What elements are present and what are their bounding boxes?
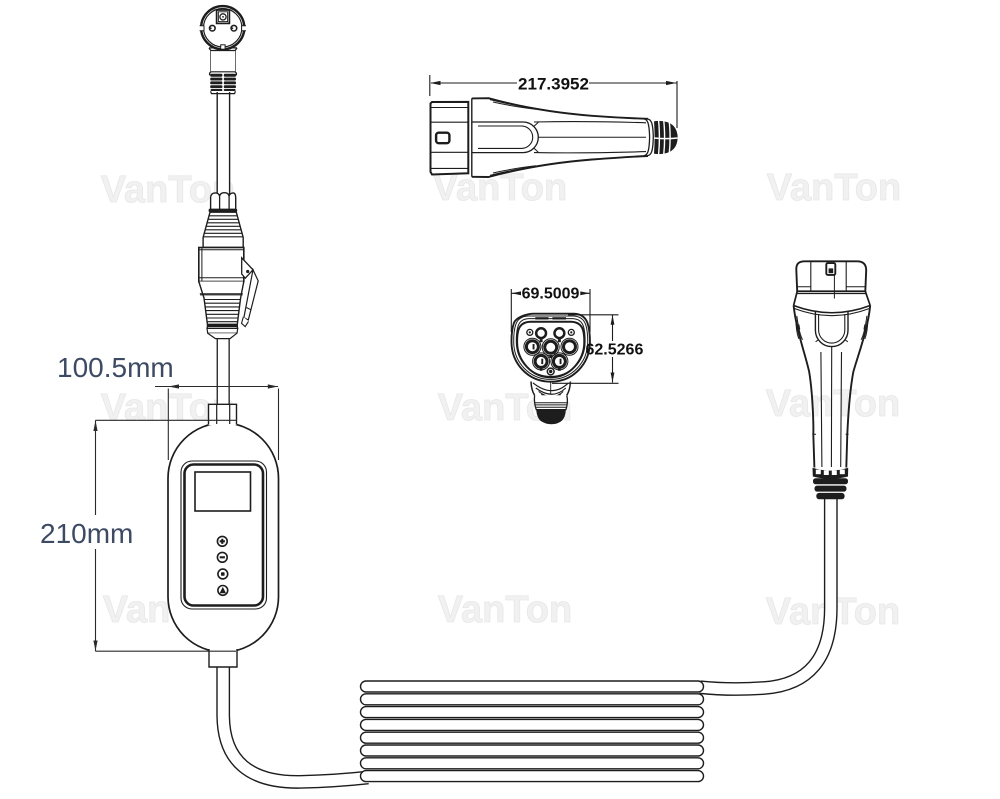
svg-text:100.5mm: 100.5mm (57, 352, 174, 383)
svg-text:VanTon: VanTon (767, 167, 901, 209)
svg-text:62.5266: 62.5266 (586, 342, 644, 359)
svg-text:VanTon: VanTon (766, 383, 900, 425)
svg-text:69.5009: 69.5009 (522, 286, 580, 303)
svg-text:VanTon: VanTon (438, 589, 572, 631)
svg-text:210mm: 210mm (40, 518, 133, 549)
svg-text:217.3952: 217.3952 (518, 75, 589, 94)
